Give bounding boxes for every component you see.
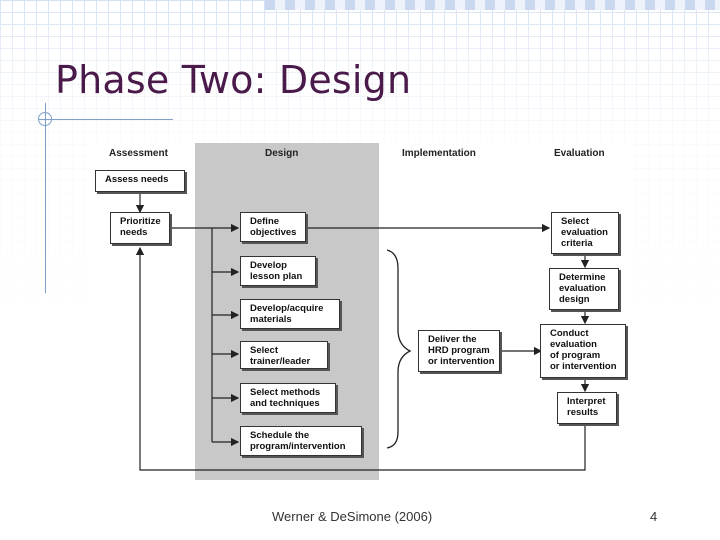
footer-citation: Werner & DeSimone (2006): [272, 509, 433, 524]
page-number: 4: [650, 509, 658, 524]
select-methods-box: Select methods and techniques: [240, 383, 336, 413]
interpret-results-box: Interpret results: [557, 392, 617, 424]
column-header-implementation: Implementation: [402, 148, 476, 159]
deliver-program-box: Deliver the HRD program or intervention: [418, 330, 500, 372]
assess-needs-box: Assess needs: [95, 170, 185, 192]
title-vertical-rule: [45, 103, 46, 293]
schedule-program-box: Schedule the program/intervention: [240, 426, 362, 456]
conduct-evaluation-box: Conduct evaluation of program or interve…: [540, 324, 626, 378]
develop-materials-box: Develop/acquire materials: [240, 299, 340, 329]
determine-design-box: Determine evaluation design: [549, 268, 619, 310]
title-corner-circle: [38, 112, 52, 126]
column-header-evaluation: Evaluation: [554, 148, 605, 159]
column-header-design: Design: [265, 148, 299, 159]
title-underline: [38, 119, 173, 120]
slide-title: Phase Two: Design: [55, 58, 412, 102]
column-header-assessment: Assessment: [109, 148, 168, 159]
slide-top-decoration: [265, 0, 720, 10]
select-trainer-box: Select trainer/leader: [240, 341, 328, 369]
develop-lesson-plan-box: Develop lesson plan: [240, 256, 316, 286]
define-objectives-box: Define objectives: [240, 212, 306, 242]
prioritize-needs-box: Prioritize needs: [110, 212, 170, 244]
select-criteria-box: Select evaluation criteria: [551, 212, 619, 254]
